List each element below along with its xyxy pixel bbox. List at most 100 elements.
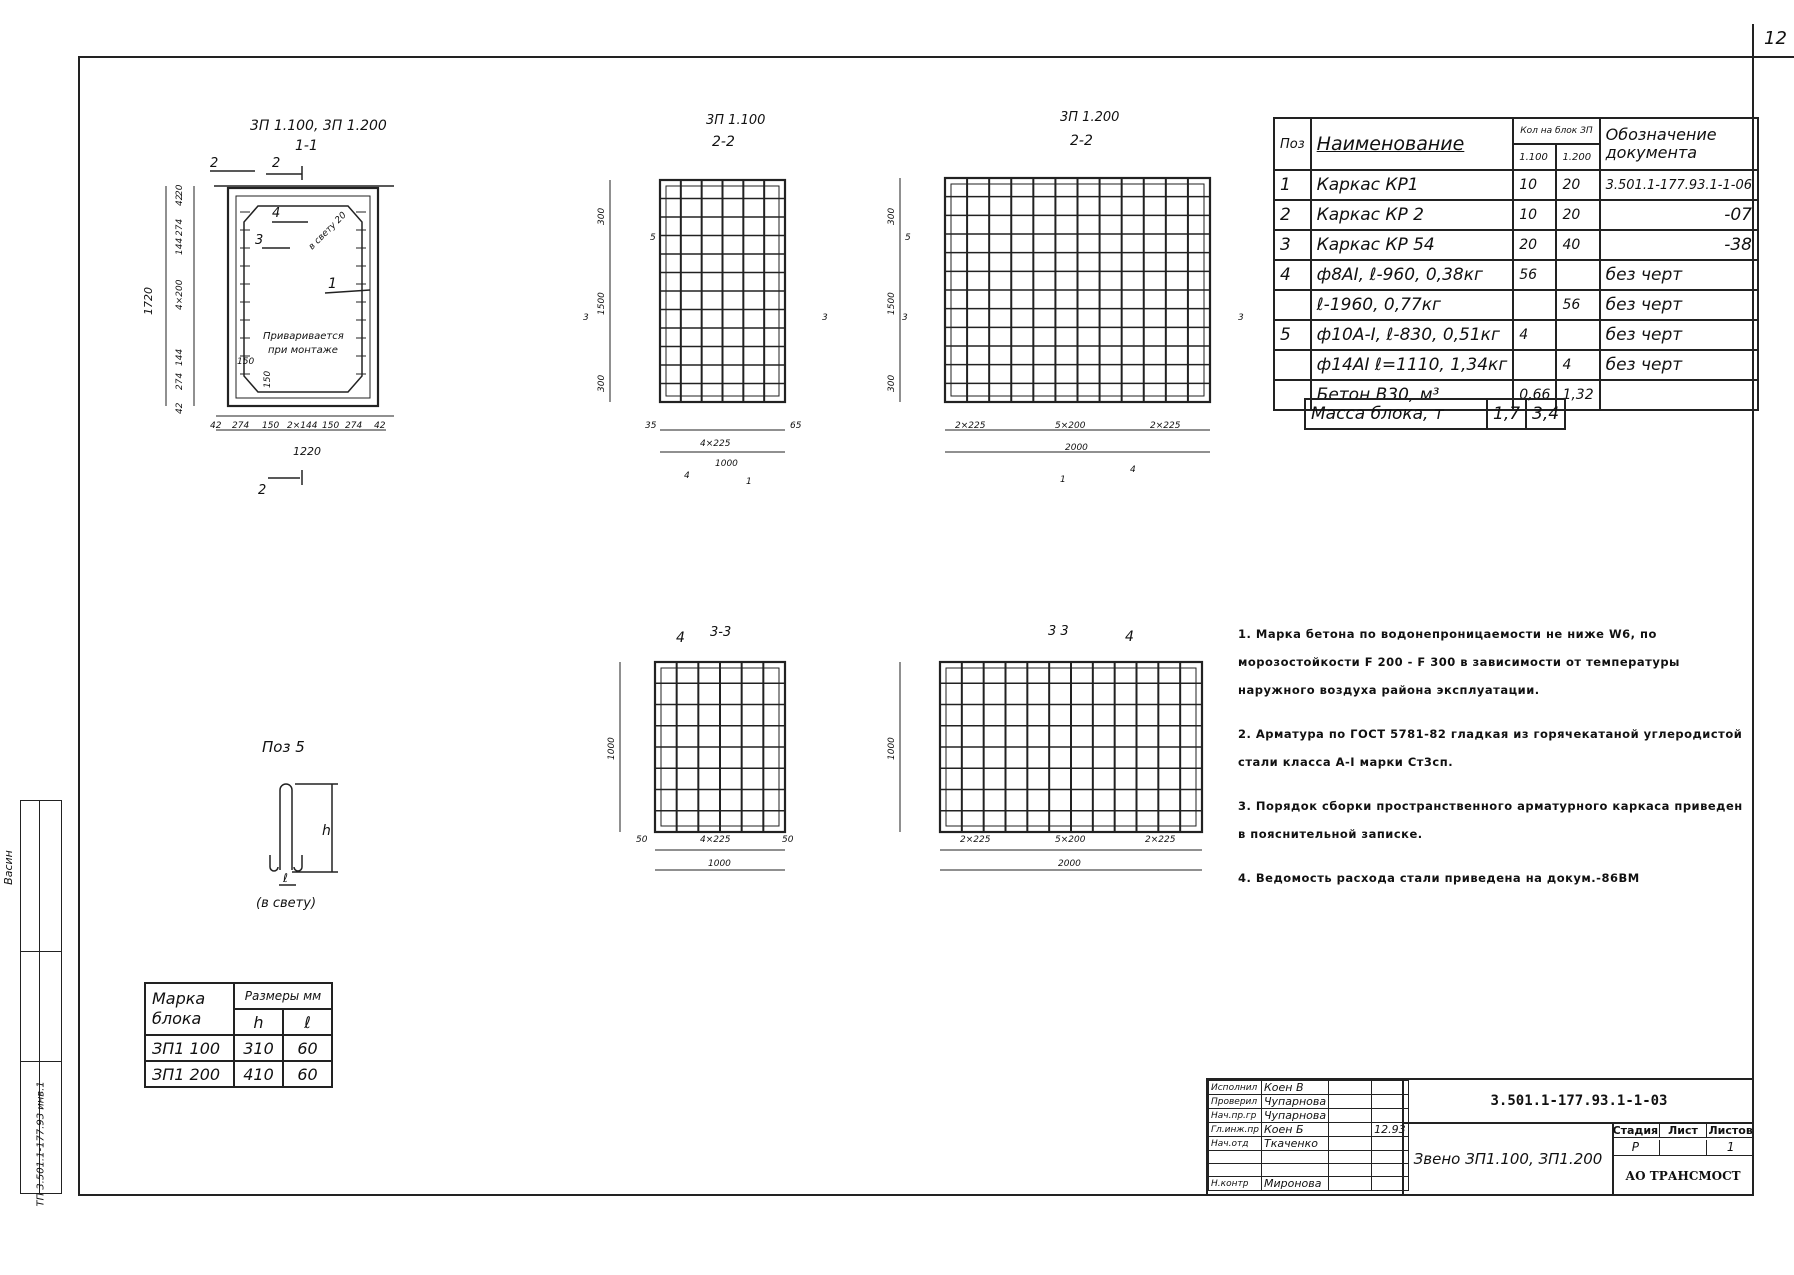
signer-role: Н.контр — [1208, 1176, 1262, 1191]
signer-sig — [1328, 1122, 1373, 1137]
signer-name: Коен Б — [1260, 1122, 1330, 1137]
mark-3: 3 — [1238, 313, 1244, 323]
pos5-bar-shape — [269, 783, 338, 886]
general-notes: 1. Марка бетона по водонепроницаемости н… — [1238, 620, 1753, 908]
dim-label: 274 — [175, 373, 185, 390]
cell-doc: без черт — [1598, 349, 1760, 381]
cell-q100: 10 — [1512, 199, 1558, 231]
cell-name: Каркас КР1 — [1309, 169, 1515, 201]
cell-pos: 5 — [1273, 319, 1312, 351]
cell-doc: без черт — [1598, 289, 1760, 321]
pos5-l-label: ℓ — [282, 871, 288, 885]
dim-2x225: 2×225 — [1145, 835, 1176, 845]
pos5-note: (в свету) — [256, 896, 316, 911]
mass-label: Масса блока, т — [1304, 398, 1488, 430]
weld-note-line2: при монтаже — [268, 345, 338, 356]
dim-label: 274 — [232, 421, 249, 431]
row-mark: ЗП1 100 — [144, 1034, 235, 1062]
signer-name: Миронова — [1260, 1176, 1330, 1191]
section-outline — [226, 186, 380, 408]
cell-q100: 20 — [1512, 229, 1558, 261]
dim-1000: 1000 — [708, 859, 731, 869]
signer-date — [1371, 1176, 1409, 1191]
dim-2x225: 2×225 — [1150, 421, 1181, 431]
header-h: h — [233, 1008, 284, 1036]
cell-q200: 20 — [1555, 169, 1601, 201]
cell-pos: 4 — [1273, 259, 1312, 291]
cell-q200: 40 — [1555, 229, 1601, 261]
side-stamp: Васин ТП 3.501.1-177.93 инв.1 — [2, 800, 62, 1207]
dim-1500: 1500 — [597, 292, 607, 315]
mass-200: 3,4 — [1525, 398, 1567, 430]
dim-50: 50 — [636, 835, 648, 845]
stage-label: Стадия — [1612, 1124, 1660, 1138]
table-row: ЗП1 100 310 60 — [144, 1034, 333, 1062]
drawing-title: Звено ЗП1.100, ЗП1.200 — [1402, 1124, 1614, 1194]
weld-note-line1: Приваривается — [263, 331, 344, 342]
row-mark: ЗП1 200 — [144, 1060, 235, 1088]
cell-q200 — [1555, 319, 1601, 351]
sheet-label: Лист — [1659, 1124, 1708, 1138]
dim-label: 274 — [175, 219, 185, 236]
view-3-3-200-title: 3 3 — [1048, 624, 1069, 639]
header-l: ℓ — [282, 1008, 333, 1036]
sheet-number: 12 — [1764, 28, 1787, 49]
signer-name: Чупарнова — [1260, 1094, 1330, 1109]
note-2: 2. Арматура по ГОСТ 5781-82 гладкая из г… — [1238, 727, 1743, 769]
signer-role: Нач.отд — [1208, 1136, 1262, 1151]
dim-5x200: 5×200 — [1055, 421, 1086, 431]
signer-name: Коен В — [1260, 1080, 1330, 1095]
cell-name: Каркас КР 54 — [1309, 229, 1515, 261]
dim-2x225: 2×225 — [960, 835, 991, 845]
row-h: 410 — [233, 1060, 284, 1088]
dim-1220: 1220 — [293, 445, 321, 458]
signer-sig — [1328, 1080, 1373, 1095]
mark-3: 3 — [583, 313, 589, 323]
signer-name: Ткаченко — [1260, 1136, 1330, 1151]
header-qty-200: 1.200 — [1555, 143, 1601, 171]
dim-label: 42 — [175, 194, 185, 206]
dim-2000: 2000 — [1058, 859, 1081, 869]
dim-label: 4×200 — [175, 279, 185, 310]
dim-4x225: 4×225 — [700, 439, 731, 449]
dim-300: 300 — [887, 375, 897, 392]
signer-role — [1208, 1150, 1262, 1164]
cell-doc: -07 — [1598, 199, 1760, 231]
row-h: 310 — [233, 1034, 284, 1062]
row-l: 60 — [282, 1034, 333, 1062]
signer-row — [1208, 1150, 1409, 1164]
signer-name — [1260, 1163, 1330, 1177]
signer-name — [1260, 1150, 1330, 1164]
cell-doc: -38 — [1598, 229, 1760, 261]
signer-role: Проверил — [1208, 1094, 1262, 1109]
view-3-3-200-mark: 4 — [1125, 629, 1134, 645]
mark-4: 4 — [684, 471, 690, 481]
dim-300: 300 — [887, 208, 897, 225]
signer-sig — [1328, 1094, 1373, 1109]
dim-label: 150 — [262, 421, 279, 431]
mark-5: 5 — [650, 233, 656, 243]
dim-65: 65 — [790, 421, 802, 431]
cut-mark-2-bottom: 2 — [258, 483, 266, 498]
mark-4: 4 — [1130, 465, 1136, 475]
cell-q100 — [1512, 289, 1558, 321]
section-1-1-title: 1-1 — [295, 138, 318, 154]
signer-role: Гл.инж.пр — [1208, 1122, 1262, 1137]
doc-code: 3.501.1-177.93.1-1-03 — [1402, 1080, 1754, 1124]
cell-name: ф8АI, ℓ-960, 0,38кг — [1309, 259, 1515, 291]
size-table: Марка блока Размеры мм h ℓ ЗП1 100 310 6… — [144, 982, 333, 1088]
cell-q100: 4 — [1512, 319, 1558, 351]
mass-100: 1,7 — [1485, 398, 1528, 430]
cell-name: ф14АI ℓ=1110, 1,34кг — [1309, 349, 1515, 381]
pos5-h-label: h — [322, 823, 331, 839]
cell-q200 — [1555, 259, 1601, 291]
note-3: 3. Порядок сборки пространственного арма… — [1238, 799, 1743, 841]
table-row: ЗП1 200 410 60 — [144, 1060, 333, 1088]
